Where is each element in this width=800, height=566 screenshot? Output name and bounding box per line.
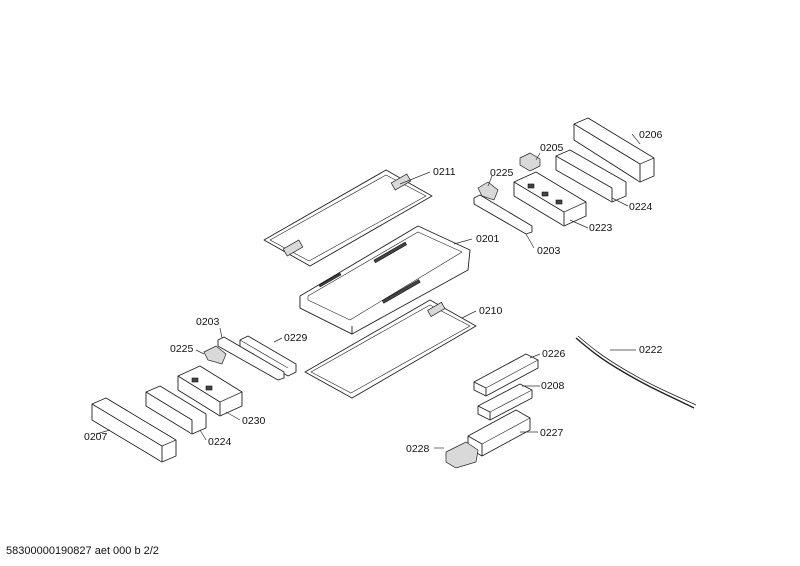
label-0201: 0201: [476, 233, 500, 245]
part-0224-rail-cover-top: [555, 149, 627, 203]
document-reference: 58300000190827 aet 000 b 2/2: [6, 545, 159, 557]
part-0201-housing-frame: [299, 225, 471, 335]
label-0228: 0228: [406, 443, 430, 455]
part-0226-connector: [473, 353, 539, 397]
label-0208: 0208: [541, 380, 565, 392]
part-0228-end-piece: [445, 441, 479, 469]
part-0211-filter-panel: [263, 169, 433, 267]
part-0210-filter-panel: [304, 299, 477, 399]
label-0210: 0210: [479, 305, 503, 317]
label-0206: 0206: [639, 129, 663, 141]
part-0206-cover: [573, 117, 655, 183]
part-labels: 0206 0205 0225 0211 0224 0223 0201 0203 …: [84, 129, 663, 455]
leader-lines: [95, 133, 641, 449]
part-0223-switch-block: [513, 171, 587, 227]
label-0203: 0203: [196, 316, 220, 328]
label-0207: 0207: [84, 431, 108, 443]
part-0203-rail-left: [217, 336, 285, 381]
label-0222: 0222: [639, 344, 663, 356]
part-0205-clip: [519, 152, 541, 172]
label-0203: 0203: [537, 245, 561, 257]
part-0227-base-bracket: [467, 409, 531, 457]
label-0224: 0224: [208, 436, 232, 448]
label-0211: 0211: [433, 166, 456, 178]
part-0230-switch-block: [177, 365, 243, 417]
part-0207-cover: [91, 397, 177, 463]
label-0229: 0229: [284, 332, 308, 344]
label-0225: 0225: [170, 343, 194, 355]
label-0226: 0226: [542, 348, 566, 360]
part-0203-rail-top: [473, 194, 533, 235]
part-0208-connector: [477, 383, 533, 421]
label-0227: 0227: [540, 427, 564, 439]
part-0225-bracket-left: [203, 345, 227, 365]
label-0230: 0230: [242, 415, 266, 427]
part-0225-bracket-top: [477, 181, 499, 201]
part-0224-rail-cover-left: [145, 385, 207, 435]
label-0225: 0225: [490, 167, 514, 179]
part-0222-cable: [575, 335, 697, 409]
label-0205: 0205: [540, 142, 564, 154]
label-0224: 0224: [629, 201, 653, 213]
label-0223: 0223: [589, 222, 613, 234]
